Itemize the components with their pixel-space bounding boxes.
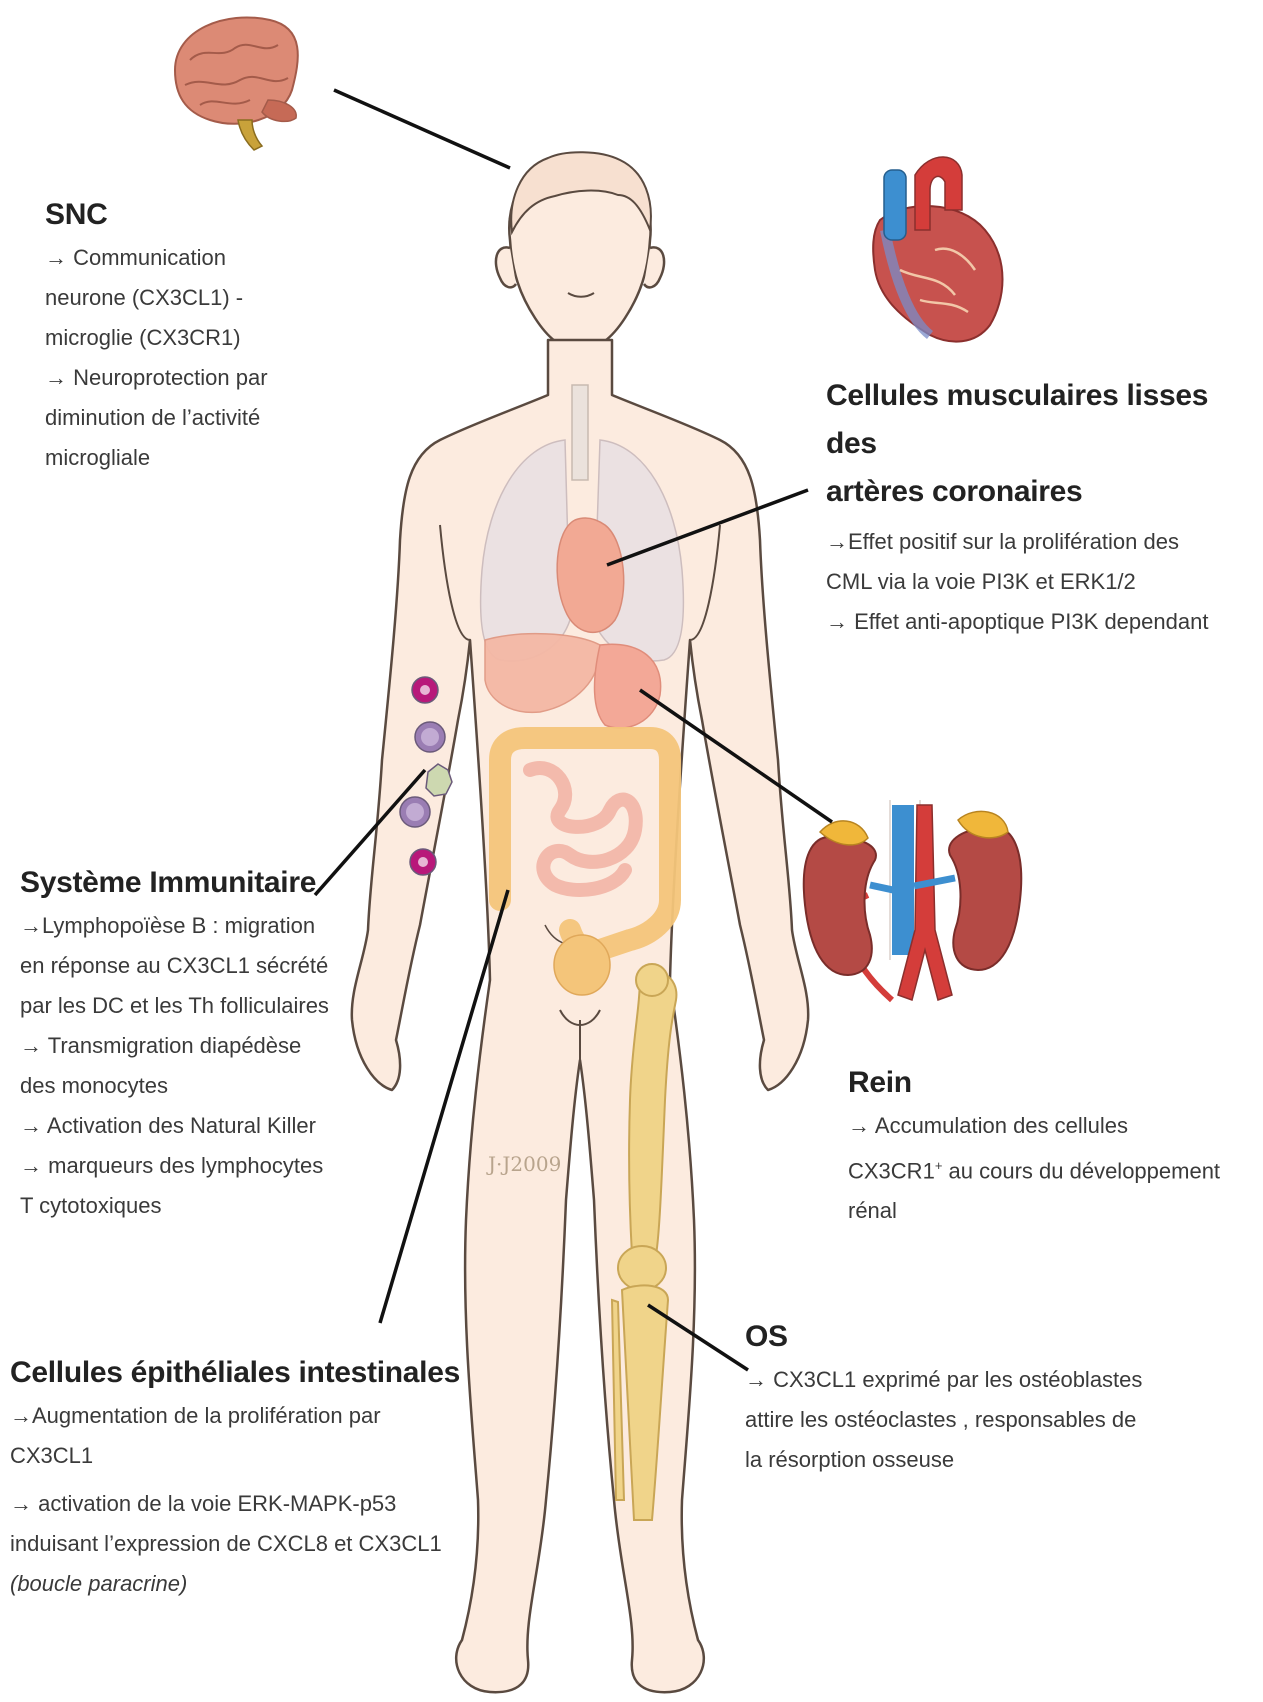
femur-head <box>636 964 668 996</box>
intestinal-line-5: (boucle paracrine) <box>10 1564 460 1604</box>
signature-mark: J·J <box>488 1152 510 1176</box>
bone-title: OS <box>745 1320 1142 1354</box>
bladder <box>554 935 610 995</box>
immune-line-1: →Lymphopoïèse B : migration <box>20 906 329 946</box>
bone-line-1: → CX3CL1 exprimé par les ostéoblastes <box>745 1360 1142 1400</box>
snc-line-6: microgliale <box>45 438 268 478</box>
bone-line-3: la résorption osseuse <box>745 1440 1142 1480</box>
brain-icon <box>175 17 298 150</box>
intestinal-line-1: →Augmentation de la prolifération par <box>10 1396 460 1436</box>
snc-line-3: microglie (CX3CR1) <box>45 318 268 358</box>
intestinal-line-3: → activation de la voie ERK-MAPK-p53 <box>10 1484 460 1524</box>
coronary-title-1: Cellules musculaires lisses des <box>826 372 1263 468</box>
kidney-title: Rein <box>848 1066 1220 1100</box>
coronary-line-2: CML via la voie PI3K et ERK1/2 <box>826 562 1263 602</box>
kidney-line-2-post: au cours du développement <box>942 1158 1220 1183</box>
artist-signature: J·J2009 <box>488 1152 561 1176</box>
snc-block: SNC → Communication neurone (CX3CL1) - m… <box>45 198 268 478</box>
patella <box>618 1246 666 1290</box>
kidney-line-3: rénal <box>848 1191 1220 1231</box>
heart <box>557 518 624 632</box>
bone-line-2: attire les ostéoclastes , responsables d… <box>745 1400 1142 1440</box>
snc-line-4: → Neuroprotection par <box>45 358 268 398</box>
intestinal-line-4: induisant l’expression de CXCL8 et CX3CL… <box>10 1524 460 1564</box>
immune-line-6: → Activation des Natural Killer <box>20 1106 329 1146</box>
intestinal-block: Cellules épithéliales intestinales →Augm… <box>10 1356 460 1604</box>
intestinal-line-2: CX3CL1 <box>10 1436 460 1476</box>
bone-block: OS → CX3CL1 exprimé par les ostéoblastes… <box>745 1320 1142 1480</box>
trachea <box>572 385 588 480</box>
coronary-line-1: →Effet positif sur la prolifération des <box>826 522 1263 562</box>
immune-line-3: par les DC et les Th folliculaires <box>20 986 329 1026</box>
signature-year: 2009 <box>510 1152 561 1176</box>
kidney-line-2-pre: CX3CR1 <box>848 1158 935 1183</box>
immune-line-8: T cytotoxiques <box>20 1186 329 1226</box>
immune-line-4: → Transmigration diapédèse <box>20 1026 329 1066</box>
immune-block: Système Immunitaire →Lymphopoïèse B : mi… <box>20 866 329 1226</box>
snc-line-2: neurone (CX3CL1) - <box>45 278 268 318</box>
kidney-line-2: CX3CR1+ au cours du développement <box>848 1146 1220 1191</box>
immune-line-2: en réponse au CX3CL1 sécrété <box>20 946 329 986</box>
immune-title: Système Immunitaire <box>20 866 329 900</box>
coronary-block: Cellules musculaires lisses des artères … <box>826 372 1263 642</box>
kidney-block: Rein → Accumulation des cellules CX3CR1+… <box>848 1066 1220 1231</box>
immune-line-7: → marqueurs des lymphocytes <box>20 1146 329 1186</box>
snc-title: SNC <box>45 198 268 232</box>
immune-line-5: des monocytes <box>20 1066 329 1106</box>
heart-icon <box>873 157 1002 342</box>
kidney-line-1: → Accumulation des cellules <box>848 1106 1220 1146</box>
intestinal-title: Cellules épithéliales intestinales <box>10 1356 460 1390</box>
coronary-line-3: → Effet anti-apoptique PI3K dependant <box>826 602 1263 642</box>
snc-line-5: diminution de l’activité <box>45 398 268 438</box>
snc-line-1: → Communication <box>45 238 268 278</box>
kidney-icon <box>804 800 1021 1000</box>
coronary-title-2: artères coronaires <box>826 468 1263 516</box>
leader-line-snc <box>334 90 510 168</box>
